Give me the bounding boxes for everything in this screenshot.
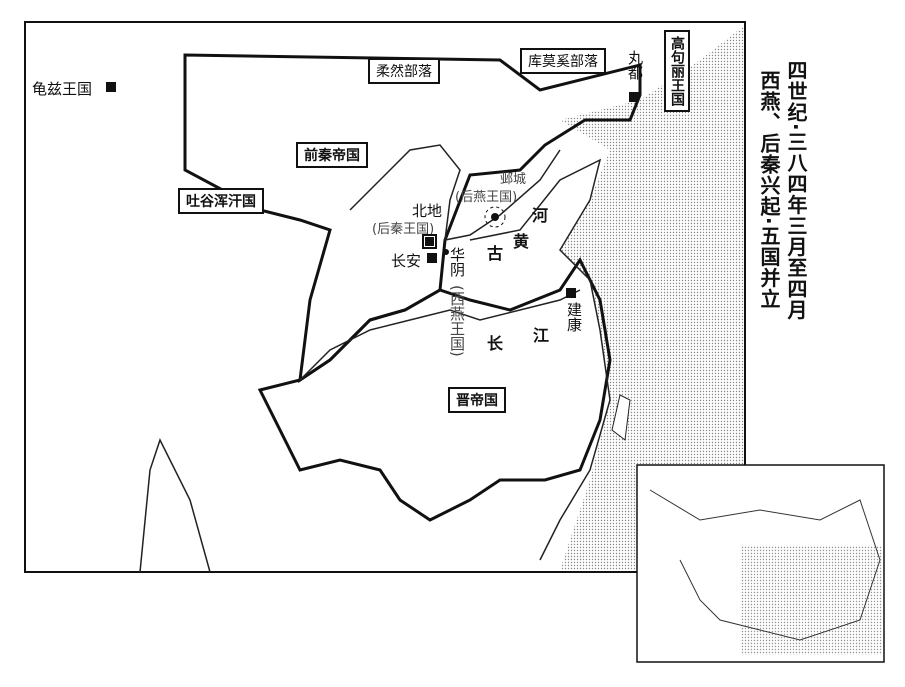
changan-marker [427, 253, 437, 263]
west-coast [139, 438, 211, 573]
state-tuyuhun: 吐谷浑汗国 [178, 188, 264, 214]
river-label-jiang: 江 [533, 326, 550, 345]
yecheng-dot [491, 213, 499, 221]
place-huayin: 华阴 [448, 247, 466, 277]
huayin-dot [443, 249, 449, 255]
river-label-chang: 长 [487, 334, 504, 353]
place-jiankang: 建康 [565, 302, 583, 332]
inset-outline [649, 489, 881, 641]
place-houyan: (后燕王国) [455, 190, 518, 205]
river-label-huang: 黄 [513, 232, 530, 251]
capital-marker [106, 82, 116, 92]
map-frame [24, 21, 746, 573]
place-yecheng: 邺城 [500, 172, 527, 187]
map-title-line1: 四世纪·三八四年三月至四月 [784, 60, 808, 321]
jin-border [257, 257, 612, 522]
yellow-river [349, 144, 561, 241]
map-title-line2: 西燕、后秦兴起·五国并立 [757, 70, 781, 310]
jiankang-marker [566, 288, 576, 298]
river-label-he: 河 [532, 206, 549, 225]
state-qianqin: 前秦帝国 [296, 142, 368, 168]
capital-marker [629, 92, 639, 102]
beidi-marker [422, 234, 437, 249]
coastline [469, 158, 611, 561]
yecheng-ring [484, 206, 506, 228]
place-changan: 长安 [391, 252, 422, 270]
state-rouran: 柔然部落 [368, 58, 440, 84]
place-beidi: 北地 [412, 202, 443, 220]
place-xiyan: (西燕王国) [448, 285, 466, 357]
place-wandu: 丸都 [626, 50, 644, 80]
yangtze-river [299, 289, 581, 381]
state-jin: 晋帝国 [448, 387, 506, 413]
state-goguryeo: 高句丽王国 [664, 30, 690, 112]
state-kumoxi: 库莫奚部落 [520, 48, 606, 74]
sea [560, 25, 745, 570]
place-houqin: (后秦王国) [372, 222, 435, 237]
qianqin-border [183, 53, 642, 384]
inset-highlight [740, 545, 882, 655]
taiwan [611, 394, 631, 441]
river-label-gu: 古 [487, 244, 504, 263]
place-qiuci: 龟兹王国 [32, 80, 93, 98]
